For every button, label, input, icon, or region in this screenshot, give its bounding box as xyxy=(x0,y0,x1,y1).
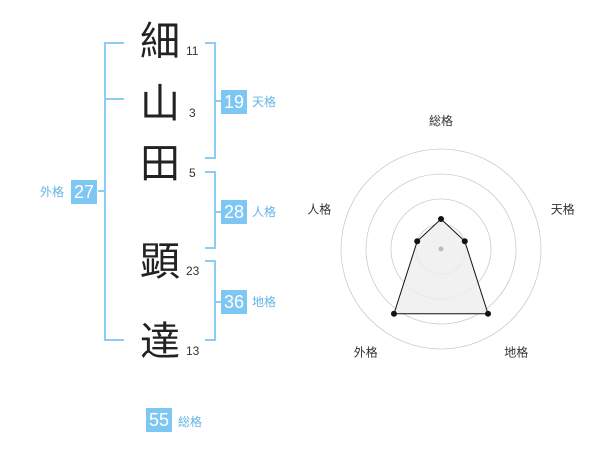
radar-axis-label-3: 地格 xyxy=(504,345,528,360)
tenkaku-connector xyxy=(215,100,221,102)
stroke-count-2: 3 xyxy=(189,106,196,120)
tenkaku-value: 19 xyxy=(221,90,248,114)
chikaku-value: 36 xyxy=(221,290,248,314)
stroke-count-3: 5 xyxy=(189,166,196,180)
radar-point-4 xyxy=(390,310,397,317)
jinkaku-label: 人格 xyxy=(252,205,277,219)
radar-axis-label-1: 総格 xyxy=(429,113,453,128)
radar-center xyxy=(438,246,444,252)
radar-ring-3 xyxy=(365,173,517,325)
gaikaku-value: 27 xyxy=(71,180,98,204)
gaikaku-connector xyxy=(98,190,104,192)
radar-point-5 xyxy=(414,238,421,245)
name-char-1: 細 xyxy=(140,19,180,65)
gaikaku-bracket xyxy=(104,42,124,341)
stroke-count-1: 11 xyxy=(186,44,199,58)
chikaku-label: 地格 xyxy=(252,295,277,309)
stroke-count-4: 23 xyxy=(186,264,200,278)
radar-point-2 xyxy=(461,238,468,245)
name-char-3: 田 xyxy=(140,141,180,187)
soukaku-label: 総格 xyxy=(178,415,203,429)
name-char-4: 顕 xyxy=(140,239,180,285)
soukaku-value: 55 xyxy=(146,408,173,432)
gaikaku-label: 外格 xyxy=(40,185,65,199)
stroke-count-5: 13 xyxy=(186,344,200,358)
tenkaku-label: 天格 xyxy=(252,95,277,109)
radar-point-3 xyxy=(485,310,492,317)
radar-area xyxy=(393,218,489,315)
name-char-5: 達 xyxy=(140,319,180,365)
jinkaku-bracket xyxy=(205,171,216,249)
radar-axis-label-4: 外格 xyxy=(354,345,378,360)
jinkaku-connector xyxy=(215,211,221,213)
radar-ring-4 xyxy=(340,148,542,350)
name-char-2: 山 xyxy=(140,81,180,127)
radar-point-1 xyxy=(438,216,444,222)
radar-axis-label-2: 天格 xyxy=(551,201,575,216)
radar-axis-label-5: 人格 xyxy=(307,201,331,216)
chikaku-connector xyxy=(215,301,221,303)
jinkaku-value: 28 xyxy=(221,200,248,224)
chikaku-bracket xyxy=(205,260,216,341)
gaikaku-tick xyxy=(104,98,124,100)
